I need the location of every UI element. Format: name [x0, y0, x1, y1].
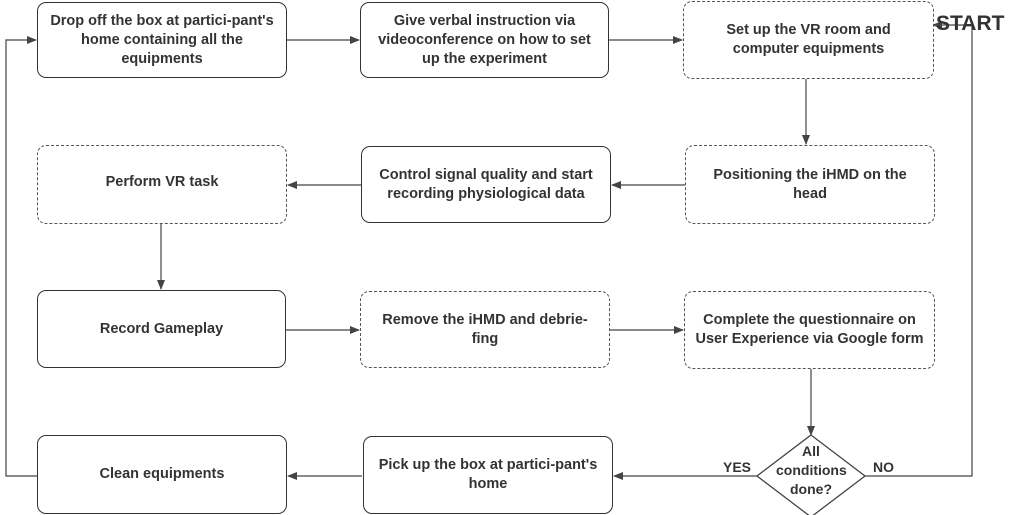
start-label: START: [936, 12, 1005, 35]
yes-label: YES: [723, 459, 752, 475]
edge-decision-no-to-setup: [865, 21, 973, 477]
clean-equipments-node: Clean equipments: [37, 435, 287, 514]
setup-vr-room-node: Set up the VR room and computer equipmen…: [683, 1, 934, 79]
verbal-instruction-node: Give verbal instruction via videoconfere…: [360, 2, 609, 78]
drop-off-box-node: Drop off the box at partici-pant's home …: [37, 2, 287, 78]
pickup-box-node: Pick up the box at partici-pant's home: [363, 436, 613, 514]
decision-label: All conditions done?: [776, 443, 847, 497]
decision-diamond: [755, 434, 867, 515]
no-label: NO: [873, 459, 894, 475]
record-gameplay-node: Record Gameplay: [37, 290, 286, 368]
positioning-ihmd-node: Positioning the iHMD on the head: [685, 145, 935, 224]
edge-clean-loop-to-drop: [5, 36, 37, 477]
questionnaire-node: Complete the questionnaire on User Exper…: [684, 291, 935, 369]
control-signal-node: Control signal quality and start recordi…: [361, 146, 611, 223]
remove-ihmd-node: Remove the iHMD and debrie-fing: [360, 291, 610, 368]
perform-vr-task-node: Perform VR task: [37, 145, 287, 224]
